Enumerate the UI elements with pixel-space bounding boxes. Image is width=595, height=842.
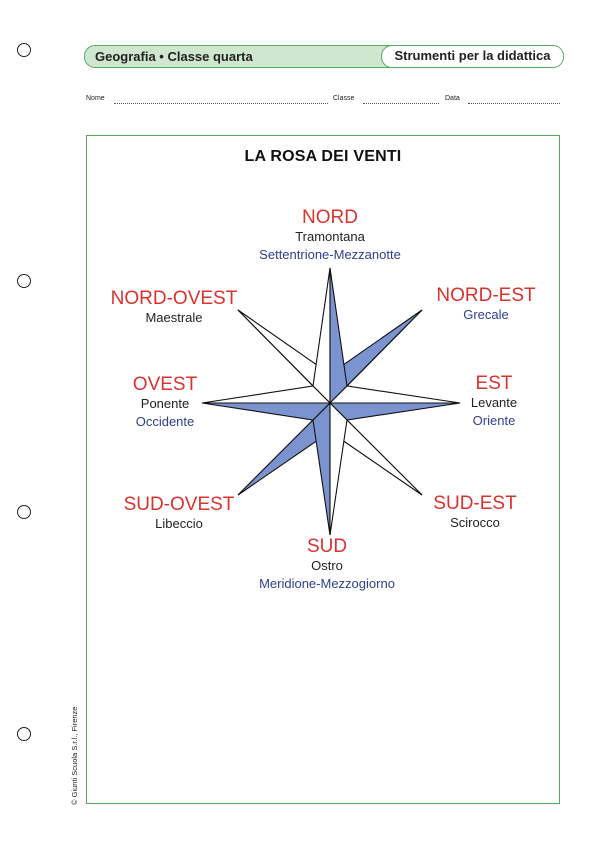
direction-sud: SUD <box>306 536 348 557</box>
subject-label: Geografia • Classe quarta <box>95 49 253 64</box>
alt-occidente: Occidente <box>135 414 195 429</box>
header-bar: Geografia • Classe quarta Strumenti per … <box>84 45 564 68</box>
wind-levante: Levante <box>470 395 518 410</box>
content-frame <box>86 135 560 804</box>
alt-oriente: Oriente <box>472 413 516 428</box>
rose-point-s-right <box>329 401 348 536</box>
rose-point-n-right <box>329 267 348 405</box>
label-ovest: OVEST Ponente Occidente <box>133 374 197 431</box>
class-field[interactable] <box>363 103 439 104</box>
wind-tramontana: Tramontana <box>295 229 365 244</box>
rose-point-n-left <box>312 267 331 405</box>
label-nord-ovest: NORD-OVEST Maestrale <box>111 288 238 327</box>
alt-settentrione: Settentrione-Mezzanotte <box>259 247 401 262</box>
wind-libeccio: Libeccio <box>155 516 203 531</box>
label-sud-ovest: SUD-OVEST Libeccio <box>124 494 235 533</box>
label-est: EST Levante Oriente <box>471 373 517 430</box>
rose-point-e-bottom <box>328 402 461 421</box>
class-label: Classe <box>333 95 355 102</box>
wind-scirocco: Scirocco <box>450 515 500 530</box>
direction-ovest: OVEST <box>132 374 198 395</box>
name-label: Nome <box>86 95 105 102</box>
direction-nord-est: NORD-EST <box>436 285 536 306</box>
tools-label: Strumenti per la didattica <box>380 46 563 67</box>
wind-grecale: Grecale <box>463 307 509 322</box>
binder-hole <box>17 727 31 741</box>
label-sud-est: SUD-EST Scirocco <box>433 493 516 532</box>
page-title: LA ROSA DEI VENTI <box>244 148 402 165</box>
rose-point-s-left <box>312 401 331 536</box>
rose-point-e-top <box>328 385 461 404</box>
binder-hole <box>17 274 31 288</box>
name-field[interactable] <box>114 103 328 104</box>
alt-meridione: Meridione-Mezzogiorno <box>259 576 395 591</box>
binder-hole <box>17 505 31 519</box>
direction-sud-ovest: SUD-OVEST <box>123 494 235 515</box>
wind-ostro: Ostro <box>311 558 343 573</box>
label-nord: NORD Tramontana Settentrione-Mezzanotte <box>259 207 401 264</box>
wind-maestrale: Maestrale <box>145 310 203 325</box>
student-fields: Nome Classe Data <box>86 95 562 107</box>
label-nord-est: NORD-EST Grecale <box>436 285 535 324</box>
direction-nord-ovest: NORD-OVEST <box>110 288 238 309</box>
copyright-credit: © Giunti Scuola S.r.l., Firenze <box>70 706 79 805</box>
label-sud: SUD Ostro Meridione-Mezzogiorno <box>259 536 395 593</box>
direction-est: EST <box>475 373 513 394</box>
binder-hole <box>17 43 31 57</box>
rose-point-w-bottom <box>201 402 332 421</box>
rose-point-w-top <box>201 385 332 404</box>
wind-ponente: Ponente <box>140 396 190 411</box>
date-label: Data <box>445 95 460 102</box>
direction-sud-est: SUD-EST <box>433 493 517 514</box>
direction-nord: NORD <box>302 207 358 228</box>
date-field[interactable] <box>468 103 560 104</box>
